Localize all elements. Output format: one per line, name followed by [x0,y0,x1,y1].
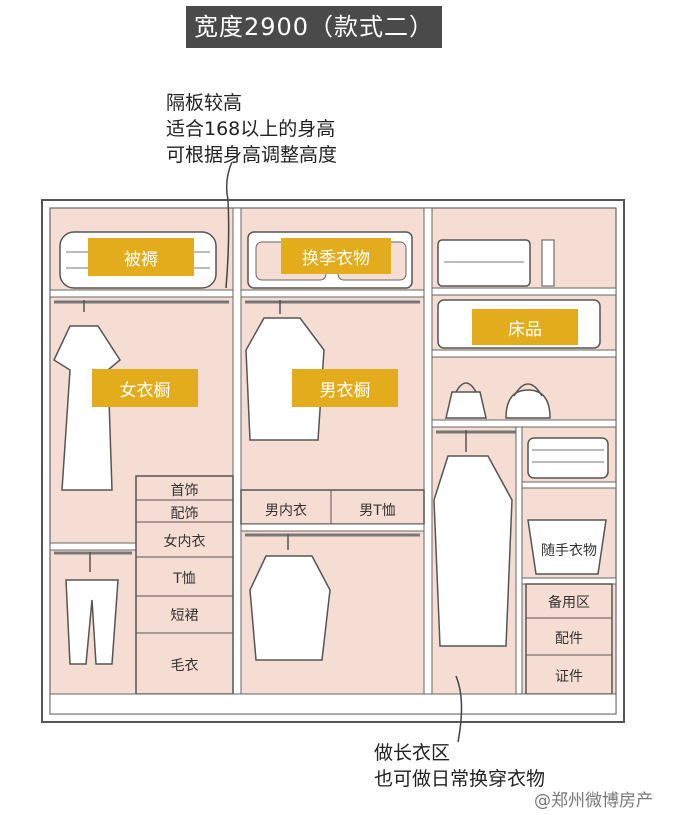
drawer-right-1: 备用区 [548,595,590,611]
shelf-right-2 [431,349,617,358]
drawer-left-1: 首饰 [170,483,199,499]
pointer-top [225,161,233,289]
folded-clothes [527,437,609,479]
note-bottom: 做长衣区 也可做日常换穿衣物 [374,740,545,792]
label-seasonal: 换季衣物 [281,238,391,274]
drawer-mid-2: 男T恤 [359,503,396,519]
drawer-right-3: 证件 [555,669,583,685]
long-coat-illustration [433,455,513,647]
blouse-illustration [249,555,331,661]
drawer-left-3: 女内衣 [163,534,206,550]
note-bottom-line-1: 做长衣区 [374,742,451,764]
note-top-line-1: 隔板较高 [166,92,243,114]
drawer-left-2: 配饰 [170,506,199,522]
note-bottom-line-2: 也可做日常换穿衣物 [374,768,546,790]
shelf-text-casual: 随手衣物 [541,543,597,559]
note-top: 隔板较高 适合168以上的身高 可根据身高调整高度 [166,90,337,168]
shelf-left-top [49,289,234,298]
shelf-mid-top [240,289,425,298]
shelf-left-lower [49,542,137,551]
label-bedding: 被褥 [88,238,194,276]
drawer-mid-1: 男内衣 [265,503,307,519]
drawer-left-5: 短裙 [170,608,199,624]
handbag-1 [445,391,487,419]
divider-right [423,207,433,715]
page-title: 宽度2900（款式二） [186,6,442,48]
shelf-right-top [431,287,617,296]
suitcase-illustration [437,239,531,287]
mens-coat-illustration [245,317,325,441]
drawer-stack-left [135,475,234,695]
label-women: 女衣橱 [92,369,198,407]
label-men: 男衣橱 [292,369,398,407]
pants-illustration [65,579,119,665]
drawer-left-6: 毛衣 [170,658,199,674]
basket-illustration [527,519,607,575]
handbag-2 [505,389,551,419]
divider-left [232,207,242,715]
dress-illustration [53,325,121,491]
drawer-row-mid [240,489,425,525]
divider-right-inner [515,426,523,695]
note-top-line-2: 适合168以上的身高 [166,118,336,140]
label-bed-items: 床品 [472,309,578,345]
drawer-right-2: 配件 [555,631,583,647]
drawer-left-4: T恤 [173,571,196,587]
shelf-right-3 [431,419,617,428]
note-top-line-3: 可根据身高调整高度 [166,144,338,166]
watermark: @郑州微博房产 [534,791,653,811]
pointer-bottom [455,675,463,743]
wardrobe-base [49,693,617,715]
